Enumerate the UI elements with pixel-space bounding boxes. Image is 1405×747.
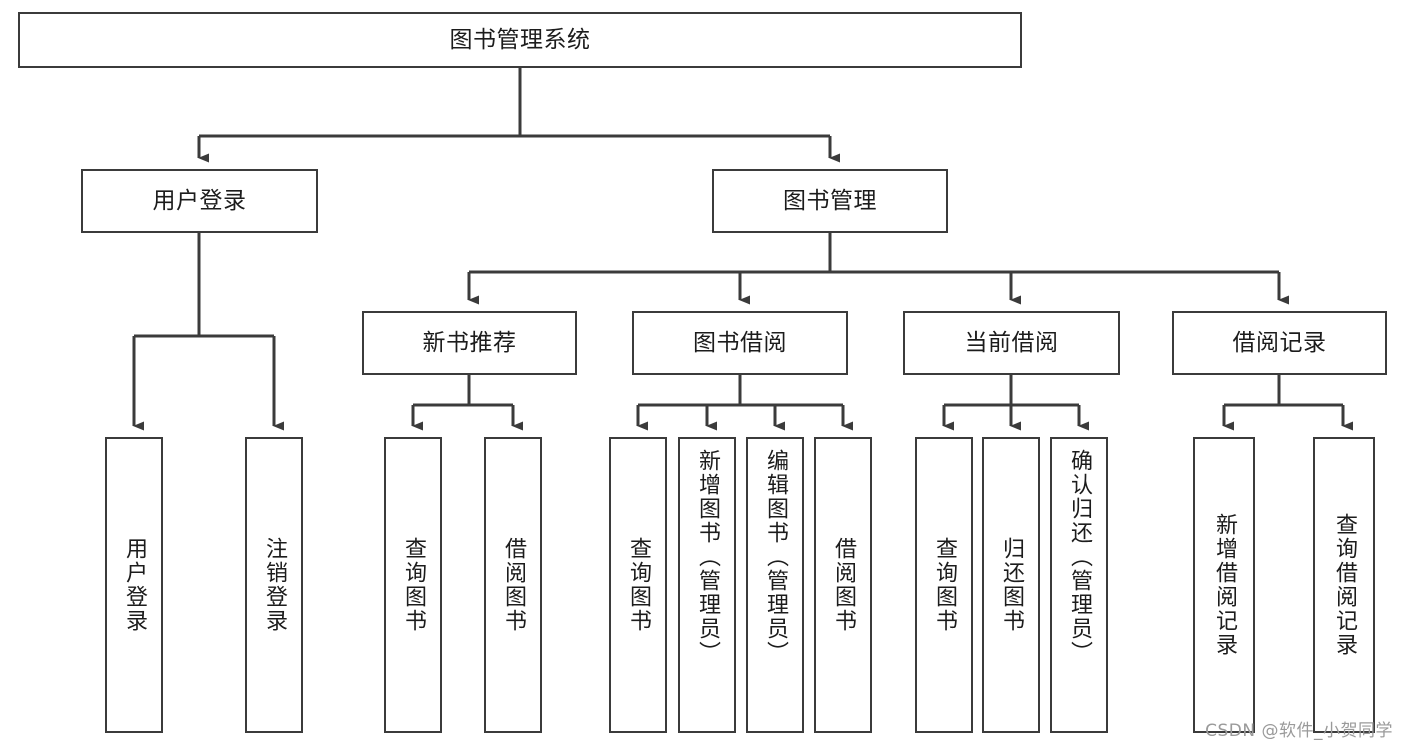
node-leaf-return-book[interactable]: 归还图书 [982, 437, 1040, 733]
node-leaf-borrow-book-1-label: 借阅图书 [501, 537, 526, 633]
node-leaf-user-login[interactable]: 用户登录 [105, 437, 163, 733]
node-leaf-query-book-2-label: 查询图书 [626, 537, 651, 633]
node-leaf-edit-book[interactable]: 编辑图书（管理员） [746, 437, 804, 733]
node-root[interactable]: 图书管理系统 [18, 12, 1022, 68]
node-book-manage-label: 图书管理 [783, 187, 877, 214]
node-leaf-confirm-return[interactable]: 确认归还（管理员） [1050, 437, 1108, 733]
node-leaf-add-book[interactable]: 新增图书（管理员） [678, 437, 736, 733]
node-book-manage[interactable]: 图书管理 [712, 169, 948, 233]
node-leaf-borrow-book-2-label: 借阅图书 [831, 537, 856, 633]
node-leaf-query-book-1[interactable]: 查询图书 [384, 437, 442, 733]
node-leaf-query-book-1-label: 查询图书 [401, 537, 426, 633]
node-leaf-edit-book-label: 编辑图书（管理员） [763, 449, 788, 665]
node-book-borrow-label: 图书借阅 [693, 329, 787, 356]
node-borrow-record-label: 借阅记录 [1232, 329, 1327, 356]
node-leaf-query-book-3-label: 查询图书 [932, 537, 957, 633]
node-new-book-rec[interactable]: 新书推荐 [362, 311, 577, 375]
node-user-login-label: 用户登录 [152, 187, 247, 214]
node-leaf-add-record-label: 新增借阅记录 [1212, 513, 1237, 657]
node-user-login[interactable]: 用户登录 [81, 169, 318, 233]
node-current-borrow[interactable]: 当前借阅 [903, 311, 1120, 375]
node-leaf-add-book-label: 新增图书（管理员） [695, 449, 720, 665]
node-leaf-query-book-2[interactable]: 查询图书 [609, 437, 667, 733]
node-new-book-rec-label: 新书推荐 [422, 329, 517, 356]
node-leaf-query-record[interactable]: 查询借阅记录 [1313, 437, 1375, 733]
node-leaf-logout[interactable]: 注销登录 [245, 437, 303, 733]
node-current-borrow-label: 当前借阅 [964, 329, 1059, 356]
node-root-label: 图书管理系统 [449, 26, 591, 53]
node-leaf-user-login-label: 用户登录 [122, 537, 147, 633]
node-leaf-logout-label: 注销登录 [262, 537, 287, 633]
node-leaf-return-book-label: 归还图书 [999, 537, 1024, 633]
node-leaf-borrow-book-1[interactable]: 借阅图书 [484, 437, 542, 733]
node-leaf-borrow-book-2[interactable]: 借阅图书 [814, 437, 872, 733]
node-borrow-record[interactable]: 借阅记录 [1172, 311, 1387, 375]
node-leaf-add-record[interactable]: 新增借阅记录 [1193, 437, 1255, 733]
node-book-borrow[interactable]: 图书借阅 [632, 311, 848, 375]
node-leaf-query-record-label: 查询借阅记录 [1332, 513, 1357, 657]
node-leaf-query-book-3[interactable]: 查询图书 [915, 437, 973, 733]
node-leaf-confirm-return-label: 确认归还（管理员） [1067, 449, 1092, 665]
